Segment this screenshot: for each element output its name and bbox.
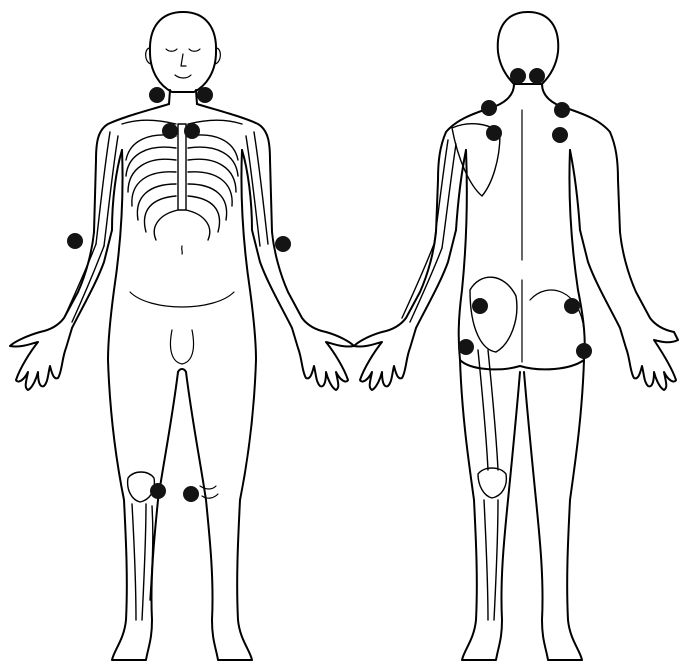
tender-point-back-supraspinatus-right [552,127,568,143]
tender-point-back-gluteal-right [564,298,580,314]
tender-point-front-neck-right [197,87,213,103]
tender-point-back-trapezius-left [481,100,497,116]
tender-point-back-trochanter-left [458,339,474,355]
tender-point-back-occiput-left [510,68,526,84]
tender-point-front-chest-right [184,123,200,139]
tender-point-back-gluteal-left [472,298,488,314]
tender-point-front-elbow-left [67,233,83,249]
tender-point-front-elbow-right [275,236,291,252]
tender-point-front-neck-left [149,87,165,103]
tender-point-back-occiput-right [529,68,545,84]
tender-point-back-trochanter-right [576,343,592,359]
tender-point-front-knee-right [183,486,199,502]
tender-point-back-trapezius-right [554,102,570,118]
tender-point-front-chest-left [162,123,178,139]
tender-point-front-knee-left [150,483,166,499]
tender-point-back-supraspinatus-left [486,125,502,141]
